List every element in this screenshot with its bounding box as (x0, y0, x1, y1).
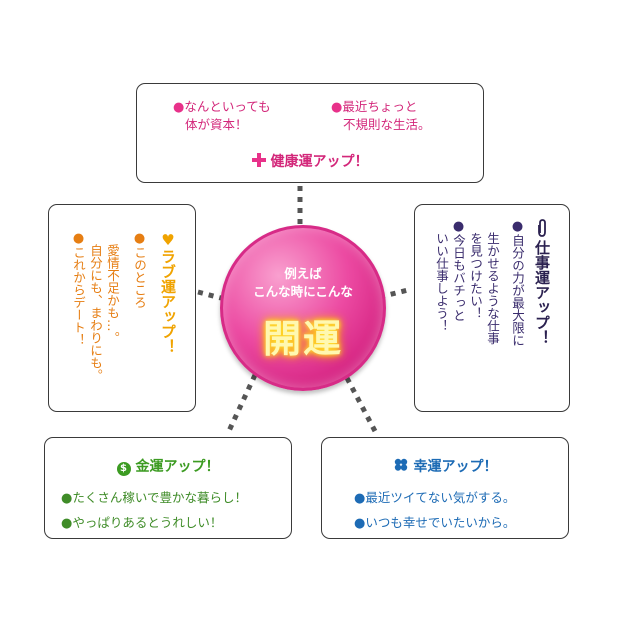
work-title: 仕事運アップ！ (532, 219, 553, 347)
luck-title-text: 幸運アップ！ (413, 459, 498, 475)
plus-icon (251, 153, 266, 167)
health-title: 健康運アップ！ (137, 151, 483, 171)
health-item-1: ●なんといっても 体が資本！ (173, 98, 271, 133)
health-item-2-line-2: 不規則な生活。 (343, 117, 431, 132)
bullet-icon: ● (71, 231, 86, 246)
center-subtitle-2: こんな時にこんな (253, 284, 353, 299)
love-box: ♥ラブ運アップ！ ●このところ 愛情不足かも…。 自分にも、まわりにも。 ●これ… (48, 204, 196, 412)
work-box: 仕事運アップ！ ●自分の力が最大限に 生かせるような仕事 を見つけたい！ ●今日… (414, 204, 570, 412)
work-item-1-line-3: を見つけたい！ (468, 232, 483, 320)
love-item-1-line-2: 愛情不足かも…。 (105, 244, 120, 344)
connector-bottom-right (344, 376, 379, 435)
bullet-icon: ● (354, 491, 366, 506)
bullet-icon: ● (173, 100, 185, 115)
love-title: ♥ラブ運アップ！ (158, 231, 179, 382)
paperclip-icon (538, 219, 546, 237)
bullet-icon: ● (451, 219, 466, 234)
love-title-text: ラブ運アップ！ (159, 249, 177, 354)
center-title: 開運 (262, 316, 343, 361)
money-item-1: ●たくさん稼いで豊かな暮らし！ (61, 490, 247, 506)
luck-item-1: ●最近ツイてない気がする。 (354, 490, 516, 506)
luck-items: ●最近ツイてない気がする。 ●いつも幸せでいたいから。 (354, 486, 515, 536)
health-item-1-line-2: 体が資本！ (185, 117, 248, 132)
center-subtitle-1: 例えば (284, 266, 322, 281)
coin-icon: $ (116, 462, 131, 476)
health-box: ●なんといっても 体が資本！ ●最近ちょっと 不規則な生活。 健康運アップ！ (136, 83, 484, 183)
connector-left (197, 289, 222, 301)
love-item-1-line-3: 自分にも、まわりにも。 (88, 244, 103, 382)
health-item-2-line-1: 最近ちょっと (342, 99, 418, 114)
love-content: ♥ラブ運アップ！ ●このところ 愛情不足かも…。 自分にも、まわりにも。 ●これ… (70, 231, 179, 382)
money-title: $ 金運アップ！ (45, 456, 291, 476)
money-items: ●たくさん稼いで豊かな暮らし！ ●やっぱりあるとうれしい！ (61, 486, 247, 536)
connector-bottom-left (225, 373, 258, 435)
money-title-text: 金運アップ！ (135, 459, 220, 475)
clover-icon (394, 458, 407, 471)
work-item-2-line-1: ●今日もバチっと (451, 219, 466, 322)
luck-title: 幸運アップ！ (322, 456, 568, 476)
work-item-1-line-2: 生かせるような仕事 (485, 232, 500, 345)
center-circle: 例えば こんな時にこんな 開運 (220, 225, 386, 391)
luck-item-2: ●いつも幸せでいたいから。 (354, 515, 516, 531)
bullet-icon: ● (354, 516, 366, 531)
bullet-icon: ● (510, 219, 525, 234)
luck-box: 幸運アップ！ ●最近ツイてない気がする。 ●いつも幸せでいたいから。 (321, 437, 569, 539)
work-content: 仕事運アップ！ ●自分の力が最大限に 生かせるような仕事 を見つけたい！ ●今日… (433, 219, 553, 347)
health-item-2: ●最近ちょっと 不規則な生活。 (331, 98, 431, 133)
heart-icon: ♥ (159, 231, 177, 249)
health-title-text: 健康運アップ！ (270, 154, 369, 170)
bullet-icon: ● (331, 100, 343, 115)
bullet-icon: ● (61, 491, 73, 506)
money-item-2: ●やっぱりあるとうれしい！ (61, 515, 223, 531)
work-title-text: 仕事運アップ！ (533, 240, 551, 345)
bullet-icon: ● (61, 516, 73, 531)
love-item-2: ●これからデート！ (71, 231, 86, 346)
money-box: $ 金運アップ！ ●たくさん稼いで豊かな暮らし！ ●やっぱりあるとうれしい！ (44, 437, 292, 539)
health-item-1-line-1: なんといっても (184, 99, 271, 114)
work-item-2-line-2: いい仕事しよう！ (434, 232, 449, 332)
love-item-1-line-1: ●このところ (132, 231, 147, 309)
bullet-icon: ● (132, 231, 147, 246)
work-item-1-line-1: ●自分の力が最大限に (510, 219, 525, 347)
